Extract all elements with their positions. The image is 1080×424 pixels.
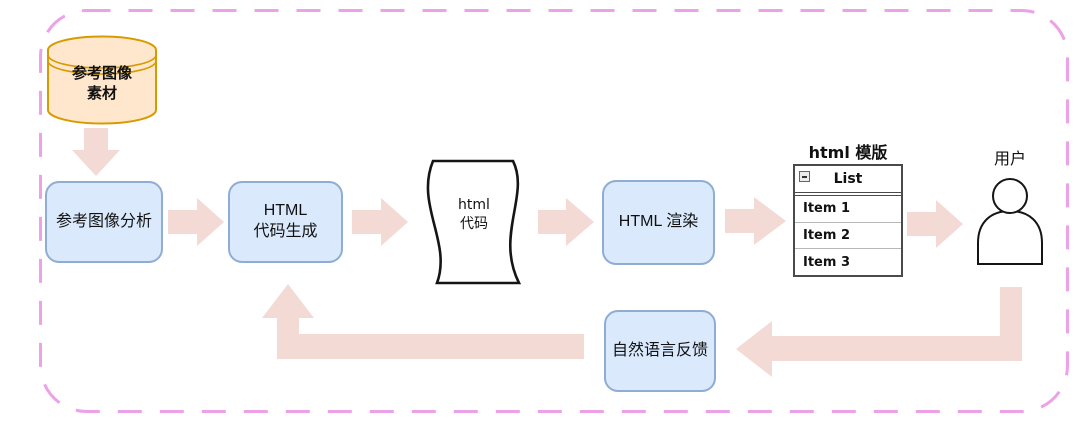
html-code-label: html 代码 [458,197,490,232]
user-icon-body [977,209,1043,265]
node-html-render: HTML 渲染 [602,180,715,265]
user-label: 用户 [993,151,1026,168]
list-item: Item 1 [803,201,850,217]
html-template-widget: List Item 1 Item 2 Item 3 [793,164,903,277]
template-list-header: List [795,166,901,196]
node-natural-language-feedback: 自然语言反馈 [604,310,716,392]
arrow-template-to-user [907,200,963,248]
arrow-user-to-feedback [736,287,1022,377]
node-image-analysis: 参考图像分析 [45,181,163,263]
source-material-label: 参考图像 素材 [71,65,132,102]
arrow-codegen-to-code [352,198,408,246]
arrow-render-to-template [725,197,786,245]
arrow-feedback-to-codegen [262,284,584,359]
template-list-header-label: List [833,171,863,187]
arrow-code-to-render [538,198,594,246]
dashed-frame [39,9,1069,413]
minus-icon [799,171,810,182]
database-cylinder-disc-line [47,60,157,75]
list-item: Item 3 [795,248,901,275]
list-item: Item 2 [795,221,901,249]
user-icon [977,178,1043,265]
arrow-analysis-to-codegen [168,198,224,246]
template-list-rows: Item 1 Item 2 Item 3 [795,196,901,275]
user-icon-head [992,178,1028,214]
arrow-source-to-analysis [72,128,120,176]
html-template-title: html 模版 [808,143,888,162]
database-cylinder-shape [47,35,157,125]
node-html-codegen: HTML 代码生成 [228,181,343,263]
document-shape [426,159,522,285]
database-cylinder-disc-line [47,54,157,69]
